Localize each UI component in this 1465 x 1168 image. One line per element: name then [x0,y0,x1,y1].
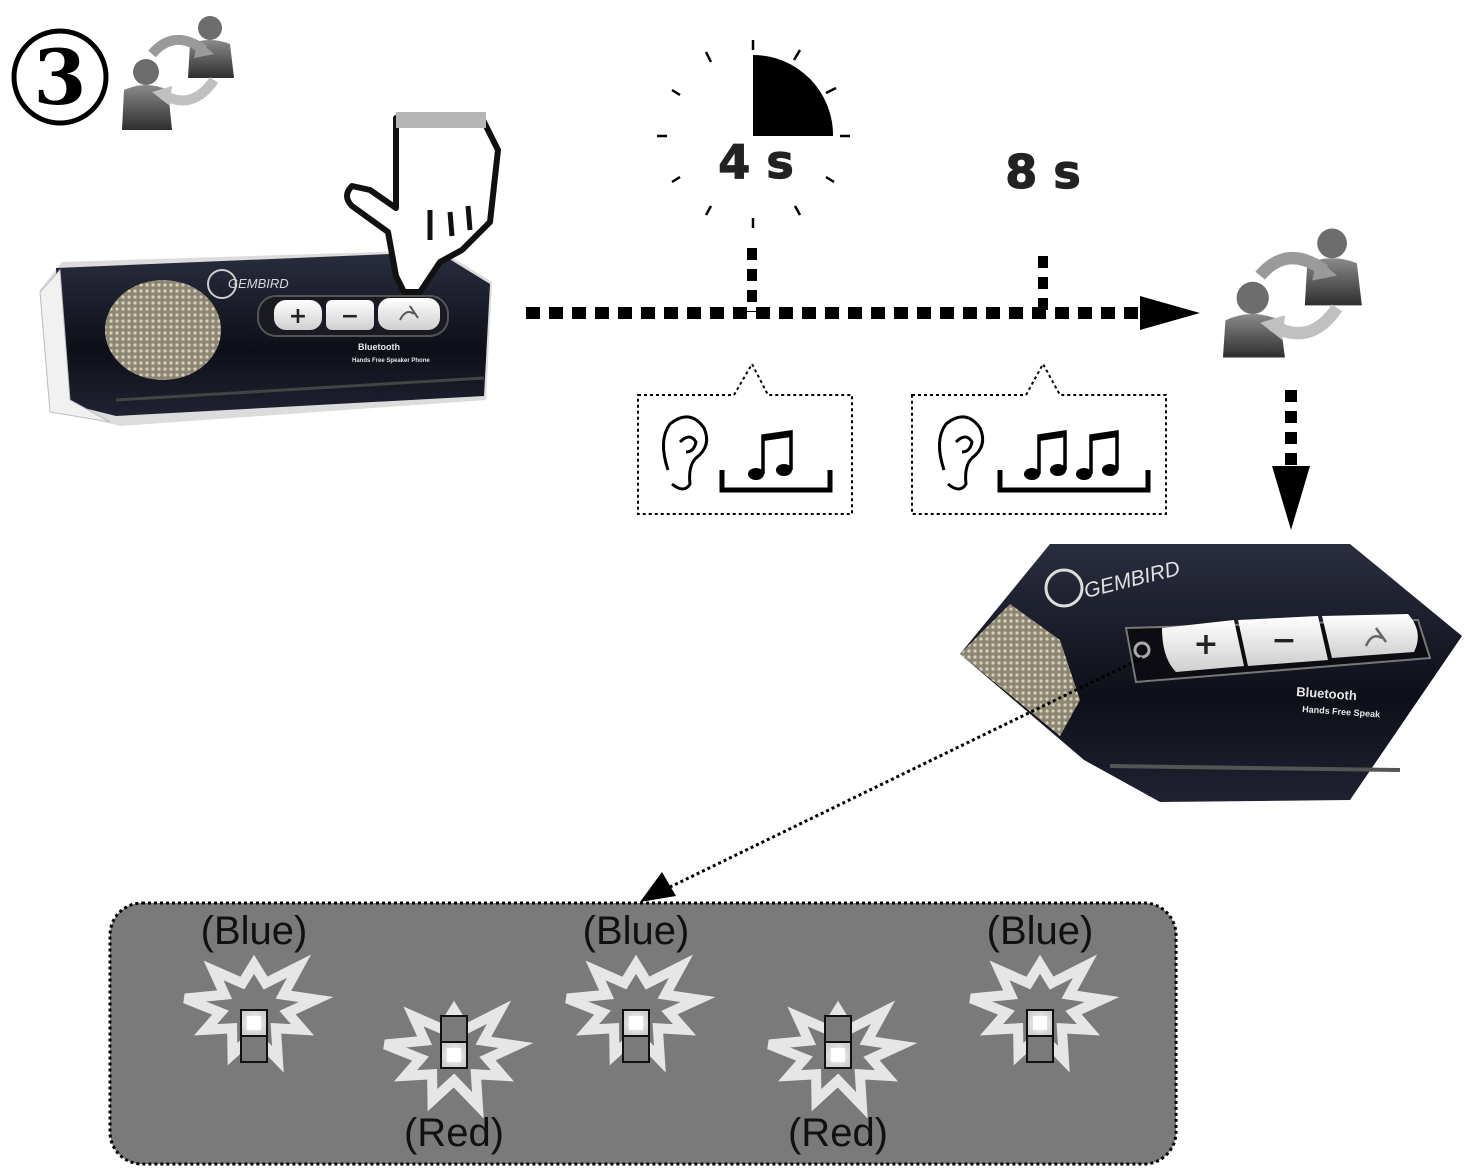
led-blink-5: (Blue) [969,909,1120,1073]
device-top-sublabel: Hands Free Speaker Phone [352,358,430,364]
led-blink-1: (Blue) [183,909,334,1073]
led-light [247,1016,261,1030]
plus-button-large-label: + [1193,627,1218,662]
led-segment-bottom [622,1035,650,1063]
plus-button-large[interactable] [1162,620,1244,672]
led-segment-top [1026,1009,1054,1037]
phone-hook-icon [1364,627,1388,647]
arrow-down-icon [1272,390,1310,530]
music-note-icon [719,429,833,493]
led-panel: (Blue) (Red) (Blue) (Red) (Blue) [108,901,1178,1166]
minus-button-large-label: − [1271,623,1296,658]
ear-icon [938,415,985,491]
minus-button-large[interactable] [1238,616,1328,666]
led-light [447,1048,461,1062]
call-button-large[interactable] [1322,614,1418,658]
led-light [1033,1016,1047,1030]
led-segment-top [824,1015,852,1043]
device-zoom: GEMBIRD + − Bluetooth Hands Free Speak [960,544,1462,802]
led-pointer-arrow [640,656,1143,902]
step-number: 3 [34,33,87,122]
led-color-label: (Blue) [583,909,690,953]
device-top: GEMBIRD + − Bluetooth Hands Free Speaker… [39,250,492,426]
pointing-hand-icon [344,112,501,295]
led-light [629,1016,643,1030]
time-label-4s: 4 s [718,135,793,189]
device-top-label: Bluetooth [358,342,400,352]
plus-button[interactable] [274,300,322,330]
connect-people-icon [1222,228,1362,358]
speaker-grille [105,280,221,380]
phone-hook-icon [399,305,419,321]
led-color-label: (Red) [788,1111,888,1155]
ear-icon [662,415,709,491]
led-indicator [1133,641,1151,659]
led-segment-bottom [1026,1035,1054,1063]
tone-callout-single [637,361,853,515]
led-blink-2: (Red) [383,1000,534,1155]
led-segment-top [440,1015,468,1043]
flash-burst-icon [767,1000,918,1119]
plus-button-label: + [289,304,307,329]
led-color-label: (Blue) [987,909,1094,953]
led-color-label: (Red) [404,1111,504,1155]
flash-burst-icon [383,1000,534,1119]
led-color-label: (Blue) [201,909,308,953]
arrow-right-icon [1140,296,1200,330]
device-zoom-label: Bluetooth [1296,684,1358,703]
tone-callout-double [911,361,1167,515]
call-button[interactable] [378,298,440,330]
timeline [526,248,1200,330]
led-blink-3: (Blue) [565,909,716,1073]
connect-people-icon [122,16,234,130]
music-notes-double-icon [997,429,1151,493]
step-badge: 3 [11,28,109,126]
minus-button[interactable] [326,300,374,330]
led-light [831,1048,845,1062]
led-segment-bottom [240,1035,268,1063]
minus-button-label: − [341,304,359,329]
time-label-8s: 8 s [1005,145,1080,199]
clock-icon [657,40,850,228]
device-top-brand: GEMBIRD [228,276,289,291]
led-blink-4: (Red) [767,1000,918,1155]
